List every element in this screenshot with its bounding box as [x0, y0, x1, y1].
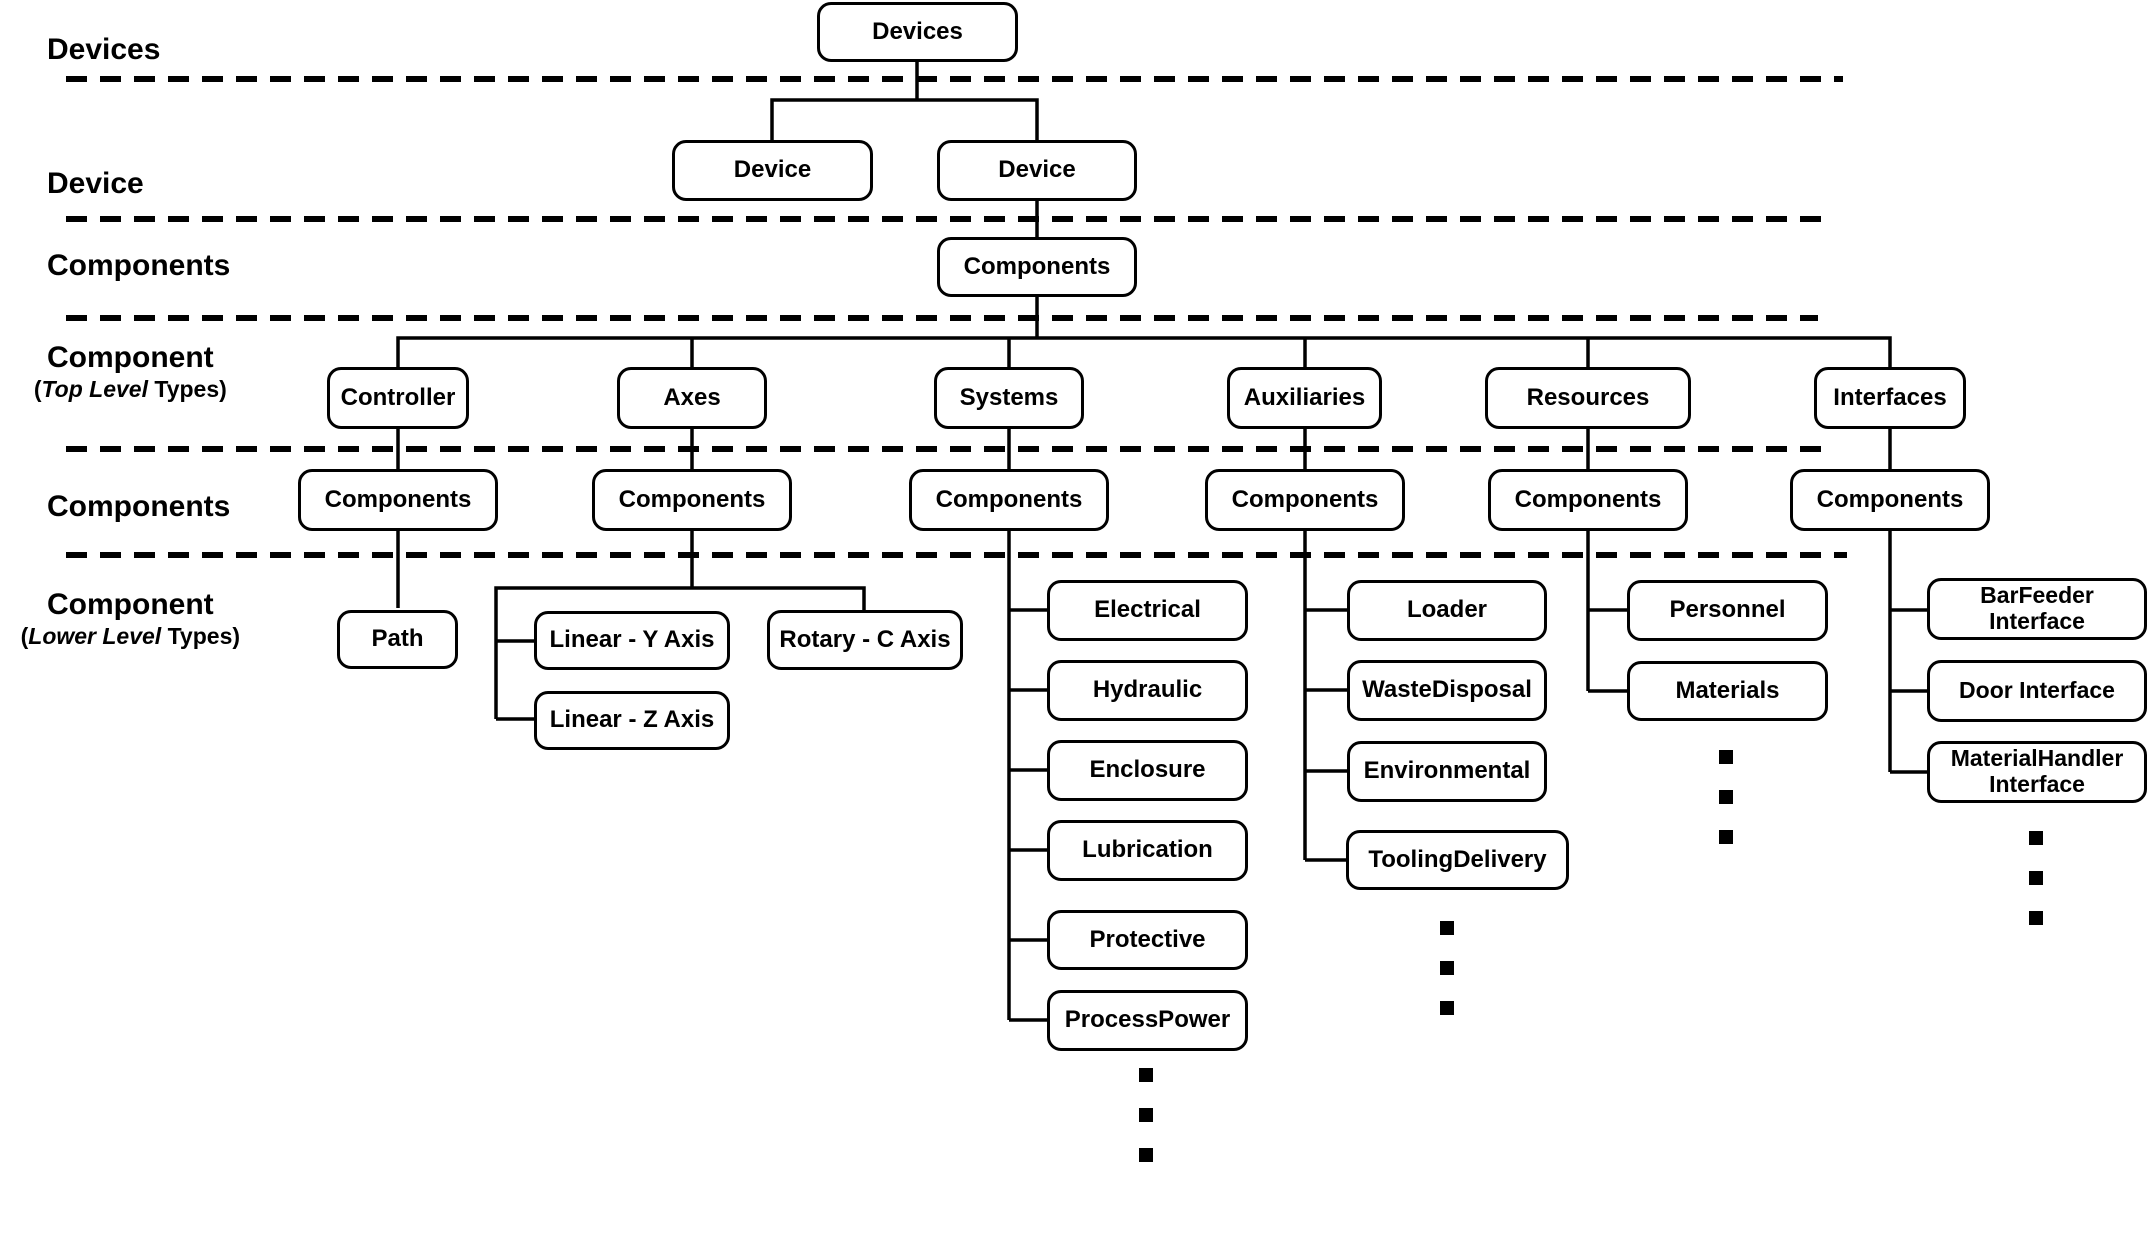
node-enclosure: Enclosure [1047, 740, 1248, 801]
row-label-title: Components [47, 490, 231, 523]
node-resources: Resources [1485, 367, 1691, 429]
node-loader: Loader [1347, 580, 1547, 641]
dot [1719, 790, 1733, 804]
node-components-auxiliaries: Components [1205, 469, 1405, 531]
node-materialhandler-interface: MaterialHandler Interface [1927, 741, 2147, 803]
node-rotary-c-axis: Rotary - C Axis [767, 610, 963, 670]
dot [1139, 1108, 1153, 1122]
dot [1139, 1148, 1153, 1162]
row-label-components-lower: Components [47, 490, 230, 524]
row-label-component-top-level: Component (Top Level Types) [34, 341, 227, 402]
row-label-title: Component [47, 341, 214, 374]
node-devices: Devices [817, 2, 1018, 62]
node-device-2: Device [937, 140, 1137, 201]
node-controller: Controller [327, 367, 469, 429]
node-device-1: Device [672, 140, 873, 201]
row-label-component-lower-level: Component (Lower Level Types) [21, 588, 240, 649]
dot [2029, 871, 2043, 885]
node-components-interfaces: Components [1790, 469, 1990, 531]
row-label-title: Device [47, 167, 144, 200]
connector-resources-trunk [1586, 531, 1627, 693]
dot [1440, 1001, 1454, 1015]
connector-interfaces-trunk [1888, 531, 1927, 774]
dot [1440, 961, 1454, 975]
node-auxiliaries: Auxiliaries [1227, 367, 1382, 429]
row-label-subtitle: (Lower Level Types) [20, 623, 241, 649]
row-label-subtitle: (Top Level Types) [33, 376, 227, 402]
node-hydraulic: Hydraulic [1047, 660, 1248, 721]
connector-systems-trunk [1007, 531, 1047, 1022]
row-label-title: Devices [47, 33, 161, 66]
node-components-root: Components [937, 237, 1137, 297]
node-components-resources: Components [1488, 469, 1688, 531]
dot [2029, 831, 2043, 845]
node-components-systems: Components [909, 469, 1109, 531]
connector-auxiliaries-trunk [1303, 531, 1347, 862]
connector-devices-bar [770, 98, 1039, 140]
row-label-title: Components [47, 249, 231, 282]
node-wastedisposal: WasteDisposal [1347, 660, 1547, 721]
node-systems: Systems [934, 367, 1084, 429]
more-items-dots-resources [1719, 750, 1733, 844]
node-linear-z-axis: Linear - Z Axis [534, 691, 730, 750]
node-environmental: Environmental [1347, 741, 1547, 802]
dot [1719, 830, 1733, 844]
more-items-dots-systems [1139, 1068, 1153, 1162]
node-components-controller: Components [298, 469, 498, 531]
node-components-axes: Components [592, 469, 792, 531]
row-label-device: Device [47, 167, 144, 201]
dot [1139, 1068, 1153, 1082]
node-toolingdelivery: ToolingDelivery [1346, 830, 1569, 890]
node-axes: Axes [617, 367, 767, 429]
node-lubrication: Lubrication [1047, 820, 1248, 881]
more-items-dots-interfaces [2029, 831, 2043, 925]
dot [1719, 750, 1733, 764]
connector-type-to-components [396, 429, 1892, 469]
node-door-interface: Door Interface [1927, 660, 2147, 722]
node-personnel: Personnel [1627, 580, 1828, 641]
node-interfaces: Interfaces [1814, 367, 1966, 429]
node-electrical: Electrical [1047, 580, 1248, 641]
node-materials: Materials [1627, 661, 1828, 721]
dot [2029, 911, 2043, 925]
dot [1440, 921, 1454, 935]
connector-toplevel-bar [396, 336, 1892, 367]
row-label-components-top: Components [47, 249, 230, 283]
node-protective: Protective [1047, 910, 1248, 970]
node-path: Path [337, 610, 458, 669]
row-label-title: Component [47, 588, 214, 621]
connector-axes-bracket [494, 531, 866, 721]
node-barfeeder-interface: BarFeeder Interface [1927, 578, 2147, 640]
more-items-dots-auxiliaries [1440, 921, 1454, 1015]
row-label-devices: Devices [47, 33, 160, 67]
node-processpower: ProcessPower [1047, 990, 1248, 1051]
node-linear-y-axis: Linear - Y Axis [534, 611, 730, 670]
